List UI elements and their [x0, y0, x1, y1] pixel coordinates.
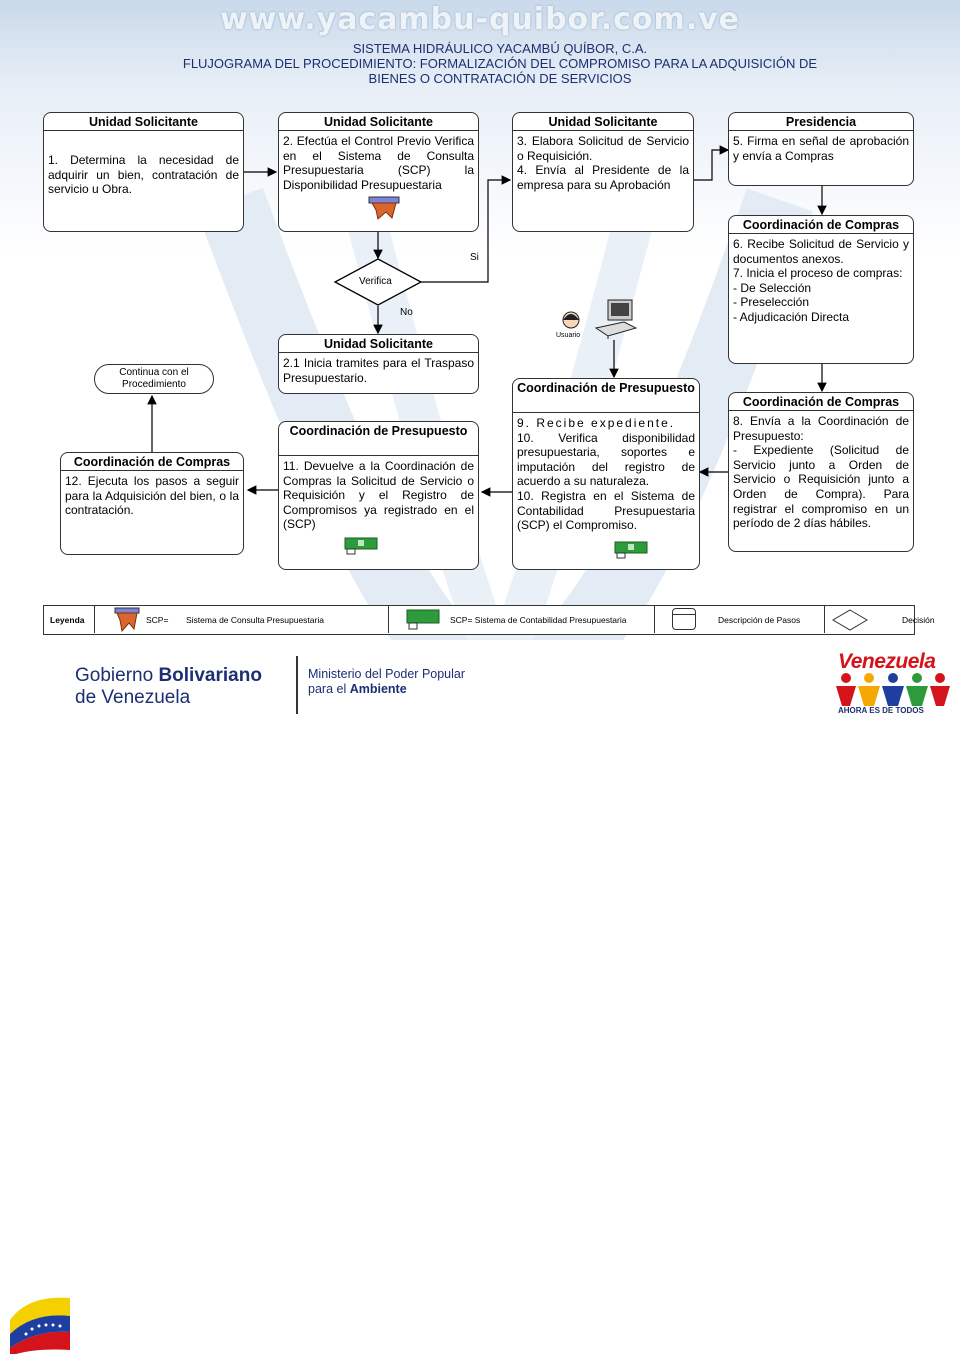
- step-line: - Adjudicación Directa: [733, 309, 850, 324]
- step-line: 5. Firma en señal de aprobación y envía …: [733, 134, 909, 163]
- step-line: 6. Recibe Solicitud de Servicio y docume…: [733, 237, 909, 266]
- footer-separator: [296, 656, 298, 714]
- step-line: - Preselección: [733, 295, 810, 310]
- legend-title: Leyenda: [50, 615, 85, 625]
- step-box-6: Coordinación de Compras 6. Recibe Solici…: [728, 215, 914, 364]
- title-line-2: FLUJOGRAMA DEL PROCEDIMIENTO: FORMALIZAC…: [182, 56, 818, 71]
- step-box-header: Coordinación de Presupuesto: [279, 422, 478, 456]
- step-box-8: Coordinación de Compras 8. Envía a la Co…: [728, 392, 914, 552]
- scp-contabilidad-icon: [406, 609, 440, 630]
- min-line-2b: Ambiente: [349, 682, 407, 696]
- step-box-2-1: Unidad Solicitante 2.1 Inicia tramites p…: [278, 334, 479, 394]
- venezuela-flag-icon: [10, 1297, 70, 1354]
- decision-diamond: [333, 258, 423, 306]
- legend: Leyenda SCP= Sistema de Consulta Presupu…: [43, 605, 935, 635]
- step-box-3: Unidad Solicitante 3. Elabora Solicitud …: [512, 112, 694, 232]
- title-line-3: BIENES O CONTRATACIÓN DE SERVICIOS: [368, 71, 632, 86]
- step-line: 3. Elabora Solicitud de Servicio o Requi…: [517, 134, 689, 163]
- step-line: 7. Inicia el proceso de compras:: [733, 266, 903, 281]
- site-url[interactable]: www.yacambu-quibor.com.ve: [219, 2, 741, 37]
- step-line: - De Selección: [733, 280, 812, 295]
- legend-title-cell: Leyenda: [44, 606, 95, 633]
- step-line: 4. Envía al Presidente de la empresa par…: [517, 163, 689, 192]
- legend-scp2-desc: SCP= Sistema de Contabilidad Presupuesta…: [450, 615, 627, 625]
- decision-diamond-icon: [832, 609, 868, 631]
- min-line-1: Ministerio del Poder Popular: [308, 667, 466, 681]
- gobierno-logo-text: Gobierno Bolivariano de Venezuela: [75, 665, 262, 709]
- title-line-1: SISTEMA HIDRÁULICO YACAMBÚ QUÍBOR, C.A.: [352, 41, 648, 56]
- step-line: 2. Efectúa el Control Previo Verifica en…: [283, 134, 474, 192]
- legend-desc-pasos-label: Descripción de Pasos: [718, 615, 801, 625]
- user-icon: [562, 311, 580, 329]
- step-box-body: 3. Elabora Solicitud de Servicio o Requi…: [513, 131, 693, 195]
- brand-tagline: AHORA ES DE TODOS: [838, 706, 924, 715]
- step-line: 10. Registra en el Sistema de Contabilid…: [517, 488, 695, 533]
- step-box-header: Unidad Solicitante: [513, 113, 693, 131]
- step-box-body: 6. Recibe Solicitud de Servicio y docume…: [729, 234, 913, 328]
- step-box-body: 2.1 Inicia tramites para el Traspaso Pre…: [279, 353, 478, 388]
- step-box-body: 1. Determina la necesidad de adquirir un…: [44, 131, 243, 200]
- step-box-header: Coordinación de Compras: [729, 216, 913, 234]
- step-box-body: 12. Ejecuta los pasos a seguir para la A…: [61, 471, 243, 521]
- step-box-body: 8. Envía a la Coordinación de Presupuest…: [729, 411, 913, 534]
- step-box-12: Coordinación de Compras 12. Ejecuta los …: [60, 452, 244, 555]
- step-box-body: 9. Recibe expediente. 10. Verifica dispo…: [513, 413, 699, 536]
- gob-word-2: Bolivariano: [158, 665, 262, 686]
- step-box-5: Presidencia 5. Firma en señal de aprobac…: [728, 112, 914, 186]
- step-line: 1. Determina la necesidad de adquirir un…: [48, 153, 239, 197]
- scp-contabilidad-icon: [614, 541, 648, 559]
- step-box-11: Coordinación de Presupuesto 11. Devuelve…: [278, 421, 479, 570]
- step-box-header: Presidencia: [729, 113, 913, 131]
- decision-label: Verifica: [359, 276, 392, 287]
- arrow-decision-yes: [421, 175, 512, 283]
- step-box-header: Coordinación de Presupuesto: [513, 379, 699, 413]
- step-box-9: Coordinación de Presupuesto 9. Recibe ex…: [512, 378, 700, 570]
- continua-terminal: Continua con el Procedimiento: [94, 364, 214, 394]
- legend-decision: Decisión: [824, 606, 935, 633]
- page-title: SISTEMA HIDRÁULICO YACAMBÚ QUÍBOR, C.A. …: [80, 41, 920, 86]
- min-line-2a: para el: [308, 682, 347, 696]
- step-box-body: 5. Firma en señal de aprobación y envía …: [729, 131, 913, 166]
- step-box-header: Coordinación de Compras: [61, 453, 243, 471]
- step-box-body: 11. Devuelve a la Coordinación de Compra…: [279, 456, 478, 535]
- step-line: - Expediente (Solicitud de Servicio junt…: [733, 443, 909, 531]
- step-line: 11. Devuelve a la Coordinación de Compra…: [283, 459, 474, 532]
- step-line: 9. Recibe expediente.: [517, 416, 676, 430]
- gob-line-2: de Venezuela: [75, 687, 191, 708]
- step-line: 10. Verifica disponibilidad presupuestar…: [517, 430, 695, 489]
- computer-icon: [594, 299, 638, 339]
- step-line: 8. Envía a la Coordinación de Presupuest…: [733, 414, 909, 443]
- step-line: 12. Ejecuta los pasos a seguir para la A…: [65, 474, 239, 518]
- legend-scp1-desc: Sistema de Consulta Presupuestaria: [186, 615, 324, 625]
- scp-consulta-icon: [368, 196, 400, 220]
- step-box-1: Unidad Solicitante 1. Determina la neces…: [43, 112, 244, 232]
- venezuela-brand: Venezuela: [838, 650, 936, 673]
- step-box-shape-icon: [672, 608, 696, 630]
- legend-scp-contabilidad: SCP= Sistema de Contabilidad Presupuesta…: [388, 606, 655, 633]
- arrow-3-to-5: [694, 145, 730, 181]
- decision-yes-label: Si: [470, 252, 479, 263]
- step-box-header: Unidad Solicitante: [279, 335, 478, 353]
- step-line: 2.1 Inicia tramites para el Traspaso Pre…: [283, 356, 474, 385]
- step-box-body: 2. Efectúa el Control Previo Verifica en…: [279, 131, 478, 195]
- flow-connectors: [147, 145, 827, 497]
- people-logo-icon: [836, 673, 950, 706]
- gob-word-1: Gobierno: [75, 665, 154, 686]
- legend-scp-consulta: SCP= Sistema de Consulta Presupuestaria: [94, 606, 389, 633]
- legend-decision-label: Decisión: [902, 615, 935, 625]
- step-box-header: Coordinación de Compras: [729, 393, 913, 411]
- step-box-header: Unidad Solicitante: [279, 113, 478, 131]
- legend-desc-pasos: Descripción de Pasos: [654, 606, 825, 633]
- step-box-header: Unidad Solicitante: [44, 113, 243, 131]
- user-label: Usuario: [556, 332, 581, 339]
- ministerio-text: Ministerio del Poder Popular para el Amb…: [308, 667, 465, 697]
- legend-scp1-code: SCP=: [146, 615, 169, 625]
- decision-no-label: No: [400, 307, 413, 318]
- scp-contabilidad-icon: [344, 537, 378, 555]
- scp-consulta-icon: [114, 607, 140, 633]
